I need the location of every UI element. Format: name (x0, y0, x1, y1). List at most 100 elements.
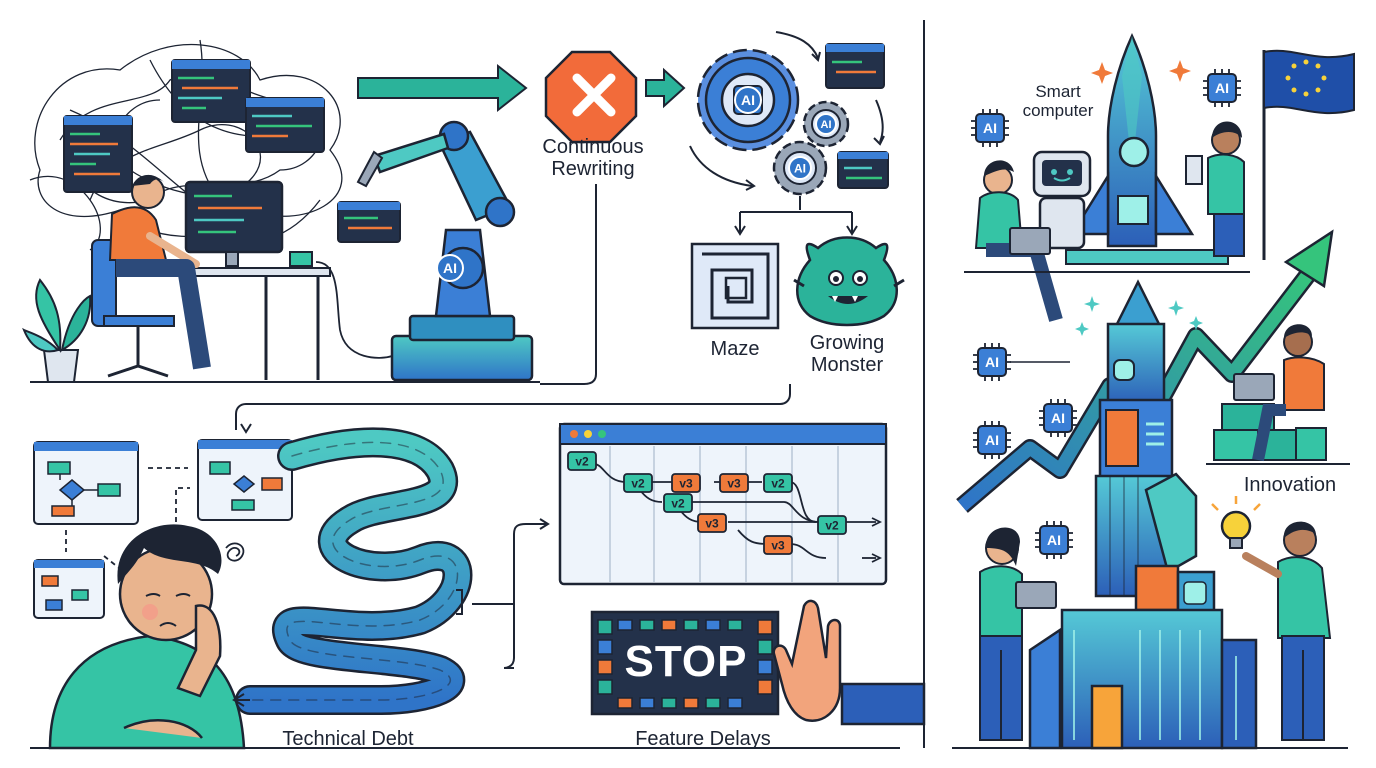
code-window-left (63, 115, 133, 193)
ai-badge-label: AI (821, 119, 832, 131)
sparkle-icons (1091, 60, 1191, 84)
ai-badge-icon (734, 86, 762, 114)
label-innovation: Innovation (1243, 474, 1337, 496)
branch-arrows (734, 196, 858, 236)
stop-banner (590, 610, 780, 716)
version-chip (663, 493, 693, 513)
version-chip-label: v3 (679, 477, 693, 491)
version-chip (763, 535, 793, 555)
label-rewriting: Rewriting (551, 158, 635, 180)
growth-arrow-head (1283, 229, 1334, 289)
chip-icon (977, 425, 1007, 455)
sparkles-tower (1075, 296, 1203, 336)
code-window-top (171, 59, 251, 123)
chip-icon (975, 113, 1005, 143)
chip-icon (1039, 525, 1069, 555)
ai-badge-icon (788, 156, 812, 180)
hand-stop-icon (772, 599, 926, 726)
monster-icon (793, 236, 905, 327)
maze-icon (690, 242, 780, 330)
ai-badge-icon (815, 113, 837, 135)
chip-pins (973, 421, 1011, 459)
pipe-bracket (456, 589, 463, 615)
chip-icon (977, 347, 1007, 377)
label-growing: Growing (809, 332, 885, 354)
chip-icon (1043, 403, 1073, 433)
flow-connector-top (235, 184, 791, 434)
version-chip-label: v2 (575, 455, 589, 469)
label-monster: Monster (810, 354, 884, 376)
version-chip (817, 515, 847, 535)
version-chip (697, 513, 727, 533)
label-maze: Maze (710, 338, 760, 360)
stop-sign-text: STOP (624, 637, 748, 686)
ai-badge-label: AI (741, 92, 755, 108)
code-window-gears-1 (825, 43, 885, 89)
version-chip-group: v2 v2 v3 v3 v2 v2 v3 v2 v3 (567, 451, 847, 555)
potted-plant-icon (22, 278, 92, 383)
chip-label: AI (985, 432, 999, 448)
chip-pins (1203, 69, 1241, 107)
person-with-laptop-bottom (979, 527, 1057, 741)
version-chip (567, 451, 597, 471)
robot-arm-icon (356, 120, 534, 382)
chip-label: AI (1051, 410, 1065, 426)
version-chip-label: v2 (771, 477, 785, 491)
label-feature-delays: Feature Delays (635, 728, 771, 750)
stop-banner-tiles (597, 619, 773, 709)
label-continuous-rewriting: Continuous Rewriting (520, 136, 666, 180)
label-smart: Smart (1035, 82, 1081, 101)
arrow-to-stop (357, 63, 528, 113)
version-chip (623, 473, 653, 493)
code-window-robot (337, 201, 401, 243)
chip-label: AI (985, 354, 999, 370)
cable (315, 261, 393, 359)
version-history-window (558, 422, 888, 586)
ai-badge-icon (436, 254, 464, 282)
version-chip-label: v2 (631, 477, 645, 491)
version-chip-label: v3 (771, 539, 785, 553)
code-window-gears-2 (837, 151, 889, 189)
flow-connector-middle (472, 518, 550, 669)
label-computer: computer (1022, 101, 1094, 120)
developer-person (91, 174, 211, 378)
label-continuous: Continuous (542, 136, 644, 158)
coffee-mug-icon (289, 251, 313, 267)
cycle-arrows (689, 31, 885, 191)
ai-badge-label: AI (443, 260, 457, 276)
ai-badge-label: AI (794, 161, 806, 175)
developer-monitor (184, 180, 313, 267)
flowchart-dashed-links (65, 467, 190, 573)
version-chip-label: v2 (825, 519, 839, 533)
chip-pins (973, 343, 1011, 381)
code-window-right (245, 97, 325, 153)
label-technical-debt: Technical Debt (282, 728, 414, 750)
version-chip (671, 473, 701, 493)
label-growing-monster: Growing Monster (792, 332, 902, 376)
chip-label: AI (1215, 80, 1229, 96)
version-chip (719, 473, 749, 493)
version-chip (763, 473, 793, 493)
rocket-icon (1065, 33, 1229, 265)
version-chip-label: v2 (671, 497, 685, 511)
flowchart-window-1 (33, 441, 139, 525)
version-chip-label: v3 (705, 517, 719, 531)
frustrated-developer (48, 524, 246, 750)
label-smart-computer: Smart computer (1010, 82, 1106, 120)
chip-pins (971, 109, 1009, 147)
chip-pins (1035, 521, 1073, 559)
lightbulb-icon (1211, 496, 1261, 549)
chip-label: AI (1047, 532, 1061, 548)
pipe-exit-arrow (232, 693, 250, 707)
person-with-lightbulb (1242, 521, 1332, 741)
x-stop-icon (544, 50, 638, 144)
ai-tower (1028, 279, 1258, 750)
innovation-person (1213, 324, 1327, 462)
flowchart-window-3 (33, 559, 105, 619)
person-with-laptop-top-left (974, 160, 1063, 322)
version-chip-label: v3 (727, 477, 741, 491)
flag-stars (1285, 59, 1327, 97)
chip-pins (1039, 399, 1077, 437)
